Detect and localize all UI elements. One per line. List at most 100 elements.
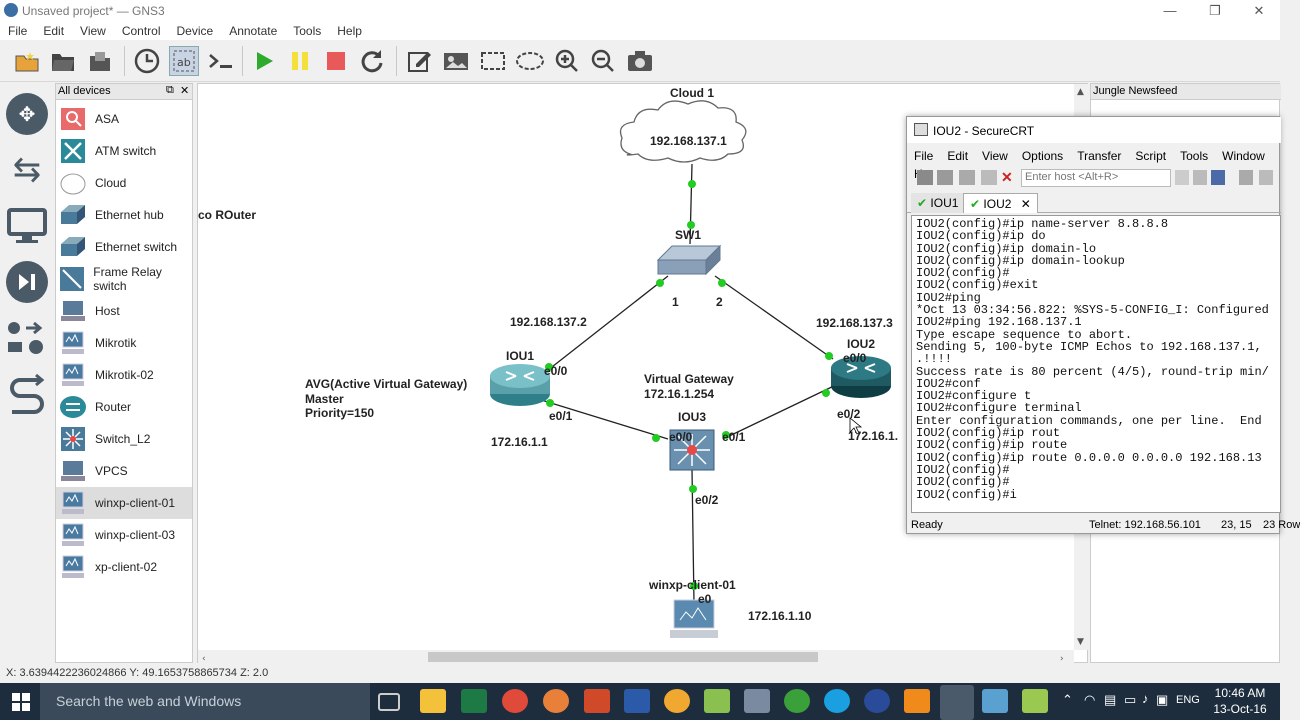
- copy-icon[interactable]: [1175, 170, 1189, 185]
- volume-icon[interactable]: ♪: [1142, 691, 1149, 706]
- device-item-mikrotik[interactable]: Mikrotik: [56, 327, 192, 359]
- browse-all-devices-icon[interactable]: [6, 317, 48, 359]
- word-icon[interactable]: [624, 689, 650, 713]
- crt-menu-transfer[interactable]: Transfer: [1077, 149, 1122, 163]
- screenshot-camera-icon[interactable]: [625, 46, 655, 76]
- enter-host-input[interactable]: Enter host <Alt+R>: [1021, 169, 1171, 187]
- zoom-in-icon[interactable]: [552, 46, 582, 76]
- show-interface-labels-icon[interactable]: ab: [169, 46, 199, 76]
- tab-iou2[interactable]: ✔ IOU2 ✕: [963, 193, 1038, 213]
- language-indicator[interactable]: ENG: [1176, 694, 1200, 706]
- disconnect-icon[interactable]: ✕: [1001, 169, 1013, 185]
- device-item-router[interactable]: Router: [56, 391, 192, 423]
- menu-tools[interactable]: Tools: [293, 24, 322, 38]
- device-item-asa[interactable]: ASA: [56, 103, 192, 135]
- options-icon[interactable]: [1259, 170, 1273, 185]
- windows-start-icon[interactable]: [12, 693, 30, 711]
- vlc-icon[interactable]: [904, 689, 930, 713]
- app-blue-icon[interactable]: [864, 689, 890, 713]
- device-item-atm-switch[interactable]: ATM switch: [56, 135, 192, 167]
- utorrent-icon[interactable]: [784, 689, 810, 713]
- app-orange-icon[interactable]: [664, 689, 690, 713]
- app-lime-icon[interactable]: [1022, 689, 1048, 713]
- maximize-button[interactable]: ❐: [1209, 3, 1221, 18]
- terminal-output[interactable]: IOU2(config)#ip name-server 8.8.8.8 IOU2…: [911, 215, 1281, 513]
- suspend-all-icon[interactable]: [285, 46, 315, 76]
- open-folder-icon[interactable]: [48, 46, 78, 76]
- draw-ellipse-icon[interactable]: [515, 46, 545, 76]
- zoom-out-icon[interactable]: [588, 46, 618, 76]
- device-item-xp-client-02[interactable]: xp-client-02: [56, 551, 192, 583]
- skype-icon[interactable]: [824, 689, 850, 713]
- crt-menu-view[interactable]: View: [982, 149, 1008, 163]
- add-link-icon[interactable]: [6, 373, 48, 415]
- gns3-taskbar-button[interactable]: [940, 685, 974, 720]
- file-explorer-icon[interactable]: [420, 689, 446, 713]
- crt-menu-options[interactable]: Options: [1021, 149, 1064, 163]
- crt-menu-tools[interactable]: Tools: [1180, 149, 1209, 163]
- print-icon[interactable]: [1239, 170, 1253, 185]
- browse-switches-icon[interactable]: ⇆: [12, 151, 42, 189]
- stop-all-icon[interactable]: [321, 46, 351, 76]
- taskbar-search-box[interactable]: Search the web and Windows: [40, 683, 370, 720]
- reconnect-icon[interactable]: [981, 170, 997, 185]
- browse-security-devices-icon[interactable]: [6, 261, 48, 303]
- browse-routers-icon[interactable]: ✥: [6, 93, 48, 135]
- device-item-cloud[interactable]: Cloud: [56, 167, 192, 199]
- device-item-ethernet-switch[interactable]: Ethernet switch: [56, 231, 192, 263]
- wifi-icon[interactable]: ◠: [1084, 692, 1096, 707]
- menu-control[interactable]: Control: [121, 24, 161, 38]
- menu-view[interactable]: View: [80, 24, 106, 38]
- device-item-winxp-client-01[interactable]: winxp-client-01: [56, 487, 192, 519]
- task-view-icon[interactable]: [378, 693, 400, 711]
- firefox-icon[interactable]: [543, 689, 569, 713]
- reload-icon[interactable]: [357, 46, 387, 76]
- network-icon[interactable]: ▤: [1104, 692, 1117, 707]
- close-panel-icon[interactable]: ✕: [180, 85, 190, 97]
- start-all-icon[interactable]: [249, 46, 279, 76]
- connect-icon[interactable]: [917, 170, 933, 185]
- paste-icon[interactable]: [1193, 170, 1207, 185]
- browse-end-devices-icon[interactable]: [6, 205, 48, 247]
- float-panel-icon[interactable]: ⧉: [166, 84, 174, 96]
- crt-menu-window[interactable]: Window: [1222, 149, 1265, 163]
- snapshot-clock-icon[interactable]: [132, 46, 162, 76]
- securecrt-taskbar-button[interactable]: [982, 689, 1008, 713]
- powerpoint-icon[interactable]: [584, 689, 610, 713]
- device-item-mikrotik-02[interactable]: Mikrotik-02: [56, 359, 192, 391]
- connect-tab-icon[interactable]: [959, 170, 975, 185]
- virtualbox-icon[interactable]: [744, 689, 770, 713]
- device-item-frame-relay-switch[interactable]: Frame Relay switch: [56, 263, 192, 295]
- menu-annotate[interactable]: Annotate: [229, 24, 278, 38]
- insert-picture-icon[interactable]: [441, 46, 471, 76]
- tray-chevron-icon[interactable]: ⌃: [1062, 692, 1073, 707]
- menu-help[interactable]: Help: [337, 24, 362, 38]
- menu-edit[interactable]: Edit: [43, 24, 65, 38]
- menu-file[interactable]: File: [8, 24, 28, 38]
- crt-menu-file[interactable]: File: [914, 149, 934, 163]
- add-note-icon[interactable]: [404, 46, 434, 76]
- taskbar-clock[interactable]: 10:46 AM 13-Oct-16: [1205, 685, 1275, 717]
- new-project-icon[interactable]: [12, 46, 42, 76]
- tab-iou1[interactable]: ✔ IOU1: [911, 193, 965, 213]
- device-item-host[interactable]: Host: [56, 295, 192, 327]
- draw-rectangle-icon[interactable]: [478, 46, 508, 76]
- minimize-button[interactable]: —: [1163, 3, 1177, 18]
- menu-device[interactable]: Device: [176, 24, 214, 38]
- app-green-icon[interactable]: [704, 689, 730, 713]
- battery-icon[interactable]: ▭: [1124, 692, 1137, 707]
- find-icon[interactable]: [1211, 170, 1225, 185]
- device-item-vpcs[interactable]: VPCS: [56, 455, 192, 487]
- chrome-icon[interactable]: [502, 689, 528, 713]
- device-item-switch-l2[interactable]: Switch_L2: [56, 423, 192, 455]
- save-icon[interactable]: [85, 46, 115, 76]
- close-button[interactable]: ✕: [1253, 3, 1265, 18]
- device-item-winxp-client-03[interactable]: winxp-client-03: [56, 519, 192, 551]
- crt-menu-edit[interactable]: Edit: [947, 149, 969, 163]
- notification-icon[interactable]: ▣: [1156, 692, 1169, 707]
- quick-connect-icon[interactable]: [937, 170, 953, 185]
- excel-icon[interactable]: [461, 689, 487, 713]
- close-tab-icon[interactable]: ✕: [1020, 197, 1031, 211]
- crt-menu-script[interactable]: Script: [1135, 149, 1167, 163]
